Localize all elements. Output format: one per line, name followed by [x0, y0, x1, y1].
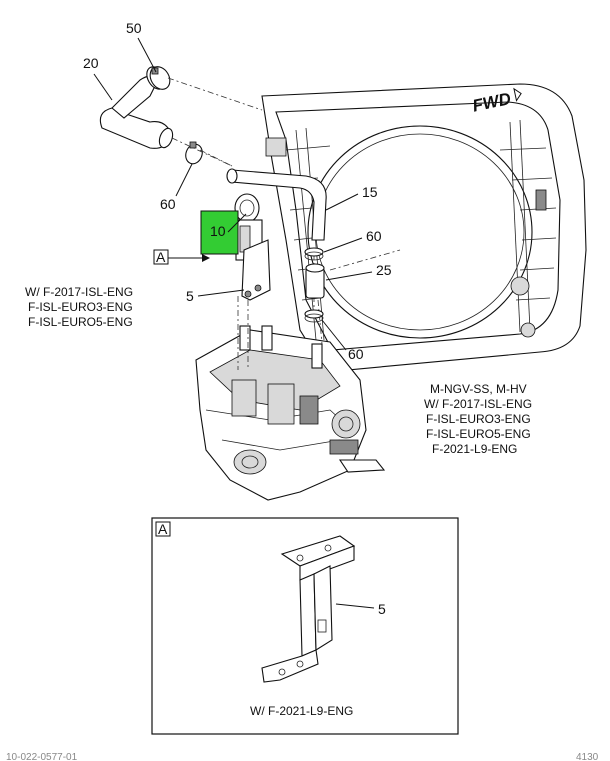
callouts: 50 20 60 10 15 60 25 5 60 [83, 20, 392, 362]
thermostat-housing-10 [234, 193, 263, 261]
clamp-60-top [185, 141, 203, 165]
callout-60-mid: 60 [366, 228, 382, 244]
right-note-line-5: F-2021-L9-ENG [432, 442, 517, 456]
hose-25 [305, 263, 325, 299]
bracket-5-main [241, 239, 271, 301]
right-note-line-1: M-NGV-SS, M-HV [430, 382, 527, 396]
callout-5-main: 5 [186, 288, 194, 304]
left-note-line-1: W/ F-2017-ISL-ENG [25, 285, 133, 299]
callout-60-top: 60 [160, 196, 176, 212]
callout-10-highlight [200, 210, 239, 255]
engine-block [195, 325, 386, 501]
callout-5-detail: 5 [378, 601, 386, 617]
right-note: M-NGV-SS, M-HV W/ F-2017-ISL-ENG F-ISL-E… [424, 382, 532, 456]
view-marker-main-label: A [156, 249, 166, 265]
clamp-60-low [304, 309, 324, 323]
fwd-arrow-icon [513, 87, 522, 102]
callout-50: 50 [126, 20, 142, 36]
footer-right: 4130 [576, 752, 599, 761]
tube-15 [226, 168, 327, 241]
callout-60-low: 60 [348, 346, 364, 362]
callout-20: 20 [83, 55, 99, 71]
footer-left: 10-022-0577-01 [6, 752, 78, 761]
view-arrow-icon [202, 254, 210, 262]
left-note-line-2: F-ISL-EURO3-ENG [28, 300, 133, 314]
left-note: W/ F-2017-ISL-ENG F-ISL-EURO3-ENG F-ISL-… [25, 285, 133, 329]
bracket-5-detail [261, 535, 356, 683]
view-marker-main: A [153, 249, 210, 265]
radiator-assembly [261, 83, 587, 373]
callout-25: 25 [376, 262, 392, 278]
right-note-line-2: W/ F-2017-ISL-ENG [424, 397, 532, 411]
right-note-line-3: F-ISL-EURO3-ENG [426, 412, 531, 426]
callout-15: 15 [362, 184, 378, 200]
detail-note: W/ F-2021-L9-ENG [250, 704, 353, 718]
right-note-line-4: F-ISL-EURO5-ENG [426, 427, 531, 441]
left-note-line-3: F-ISL-EURO5-ENG [28, 315, 133, 329]
detail-view-label: A [158, 521, 168, 537]
callout-10: 10 [210, 223, 226, 239]
clamp-60-mid [304, 247, 324, 261]
detail-view-a: A 5 W/ F-2021-L9-ENG [151, 517, 459, 735]
